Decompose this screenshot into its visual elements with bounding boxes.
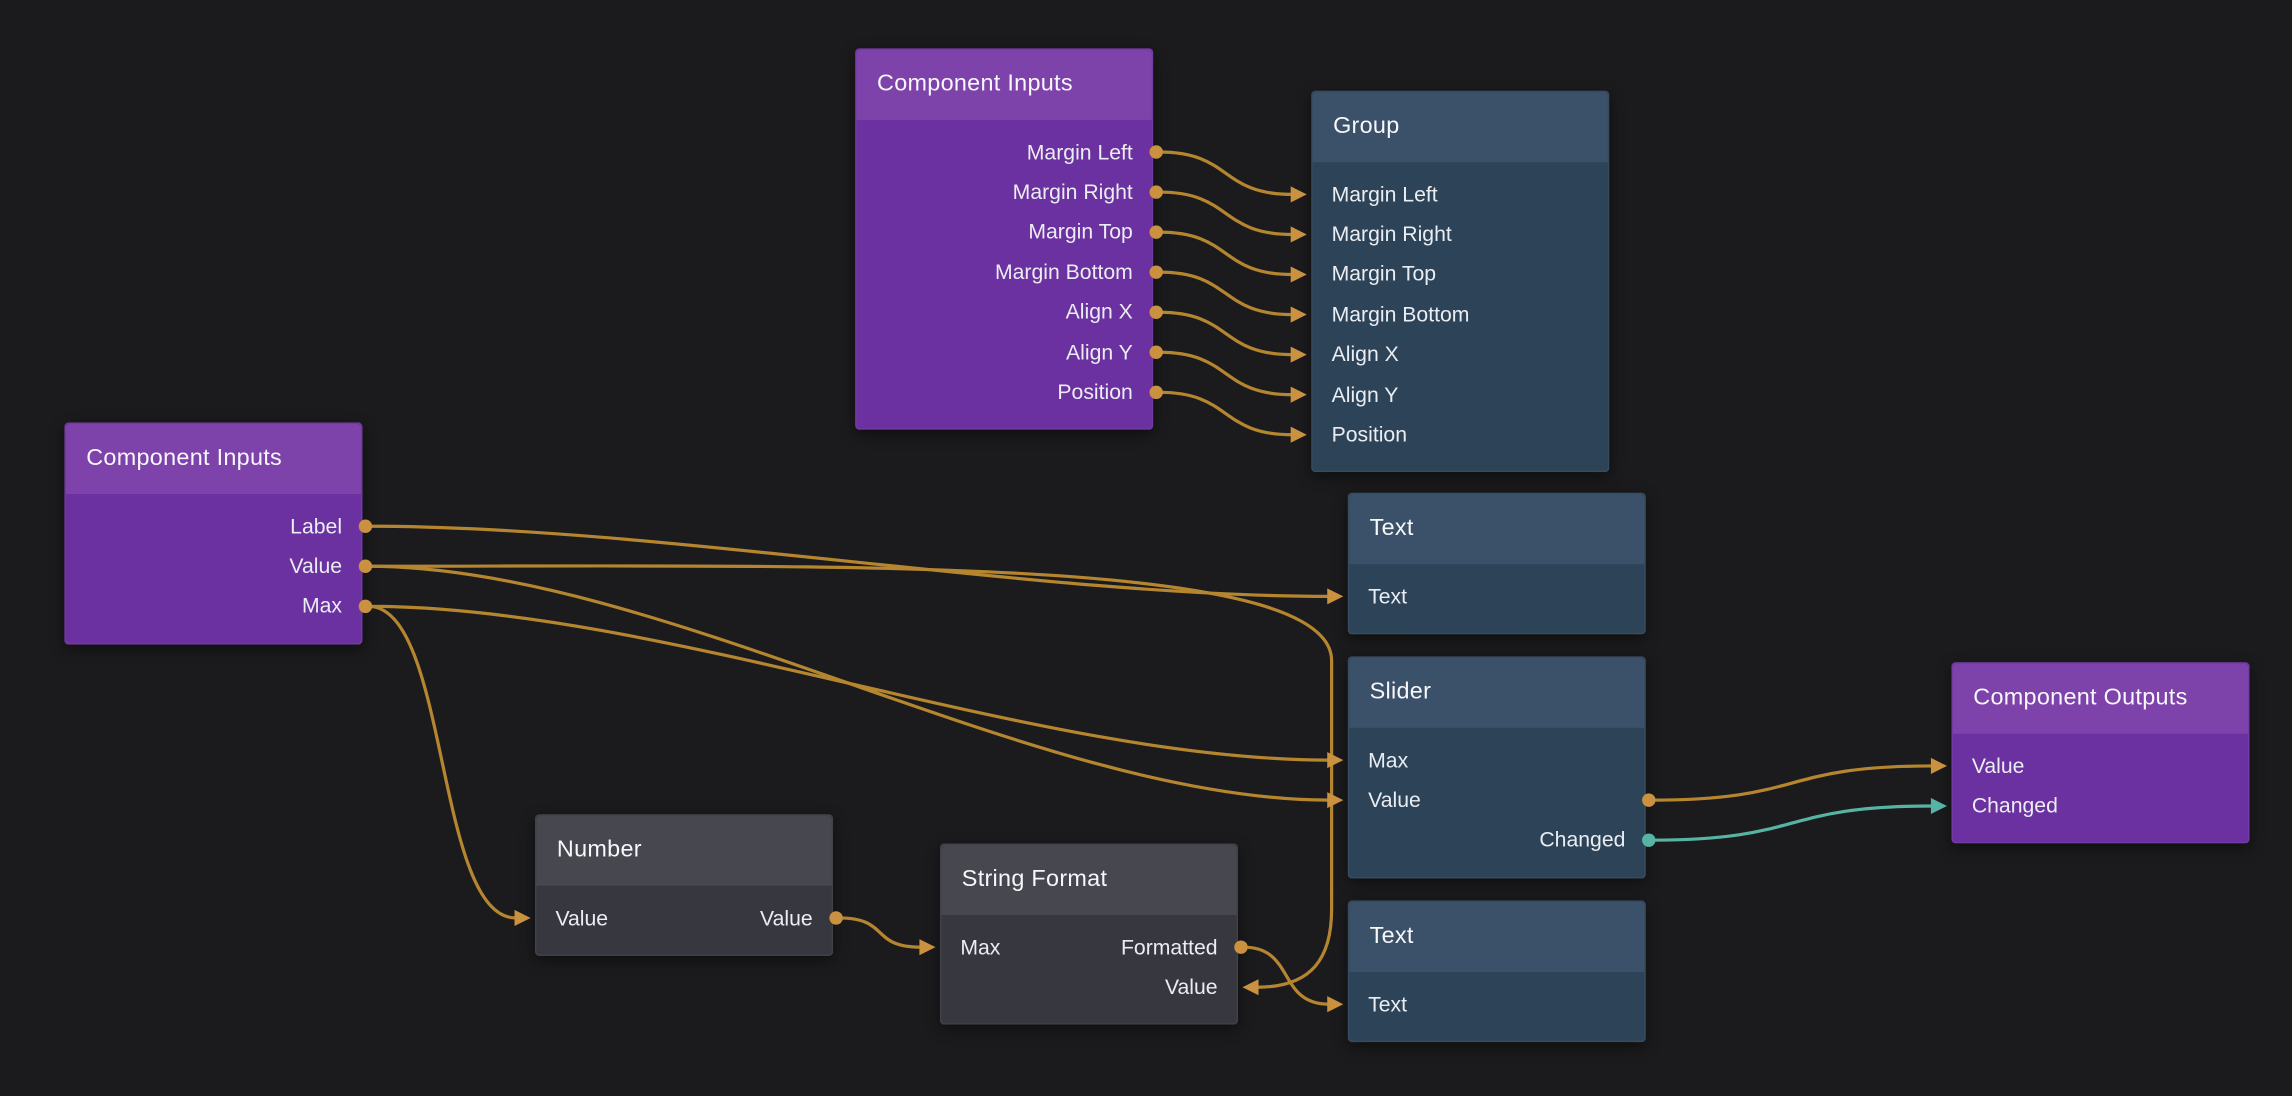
node-title: Number — [556, 837, 642, 863]
node-title: Text — [1369, 923, 1414, 949]
port-row: Margin Top — [857, 213, 1152, 253]
node-header[interactable]: Slider — [1349, 657, 1645, 728]
port-row: Margin Left — [857, 133, 1152, 173]
node-header[interactable]: Group — [1312, 92, 1608, 163]
port-label: Margin Left — [1331, 183, 1438, 208]
port-label: Position — [1331, 423, 1408, 448]
port-label: Value — [1368, 789, 1421, 813]
port-label: Max — [1368, 749, 1409, 773]
port-row: Margin Top — [1313, 255, 1608, 295]
port-row: Value Value — [536, 899, 831, 939]
port-row: Position — [1313, 416, 1608, 456]
port-row: Align X — [1313, 336, 1608, 376]
port-row: Value — [1349, 781, 1644, 821]
port-row: Value — [1953, 747, 2248, 787]
port-label: Margin Right — [1012, 181, 1133, 205]
port-row: Value — [941, 968, 1236, 1008]
port-row: Max — [1349, 741, 1644, 781]
port-row: Align X — [857, 293, 1152, 333]
port-row: Text — [1349, 577, 1644, 617]
port-label: Margin Bottom — [1331, 303, 1470, 328]
node-header[interactable]: Component Inputs — [65, 423, 362, 495]
node-title: Component Inputs — [877, 71, 1073, 97]
port-row: Max Formatted — [941, 928, 1236, 968]
port-row: Text — [1349, 985, 1644, 1025]
node-title: Group — [1333, 114, 1400, 139]
node-header[interactable]: Component Outputs — [1952, 663, 2249, 734]
node-title: Text — [1369, 515, 1414, 541]
port-label: Value — [555, 907, 609, 931]
port-row: Margin Left — [1313, 175, 1608, 215]
port-row: Value — [66, 547, 361, 587]
node-header[interactable]: Number — [536, 815, 832, 886]
port-row: Margin Right — [857, 173, 1152, 213]
port-label: Margin Right — [1331, 223, 1452, 248]
node-title: Slider — [1369, 679, 1432, 705]
port-label: Position — [1057, 381, 1133, 405]
port-label: Margin Top — [1028, 221, 1133, 245]
port-row: Max — [66, 587, 361, 627]
node-header[interactable]: Text — [1349, 494, 1645, 565]
port-row: Align Y — [857, 333, 1152, 373]
node-title: Component Outputs — [1973, 685, 2188, 711]
node-title: String Format — [961, 866, 1108, 892]
port-row: Margin Bottom — [857, 253, 1152, 293]
port-label: Max — [960, 936, 1001, 960]
port-label: Changed — [1539, 829, 1626, 853]
port-row: Margin Right — [1313, 215, 1608, 255]
port-row: Margin Bottom — [1313, 296, 1608, 336]
port-label: Formatted — [1120, 936, 1218, 960]
port-label: Text — [1368, 585, 1408, 610]
node-header[interactable]: Text — [1349, 901, 1645, 973]
port-row: Align Y — [1313, 376, 1608, 416]
port-label: Label — [290, 515, 343, 539]
port-label: Margin Left — [1026, 141, 1133, 165]
port-label: Value — [1164, 976, 1218, 1000]
port-label: Max — [301, 595, 343, 619]
port-row: Position — [857, 373, 1152, 413]
port-label: Value — [289, 555, 343, 579]
port-label: Changed — [1971, 795, 2058, 819]
port-label: Margin Bottom — [994, 261, 1133, 285]
port-label: Align Y — [1066, 341, 1133, 365]
port-label: Align X — [1065, 301, 1133, 325]
port-label: Text — [1368, 993, 1408, 1017]
port-label: Align X — [1331, 343, 1399, 368]
port-label: Value — [1971, 755, 2025, 779]
port-label: Align Y — [1331, 383, 1399, 408]
port-row: Label — [66, 507, 361, 547]
node-header[interactable]: String Format — [941, 844, 1237, 916]
port-label: Value — [760, 907, 813, 931]
port-row: Changed — [1953, 787, 2248, 827]
node-header[interactable]: Component Inputs — [856, 49, 1152, 120]
port-row: Changed — [1349, 821, 1644, 861]
port-label: Margin Top — [1331, 263, 1437, 288]
node-title: Component Inputs — [86, 445, 283, 471]
